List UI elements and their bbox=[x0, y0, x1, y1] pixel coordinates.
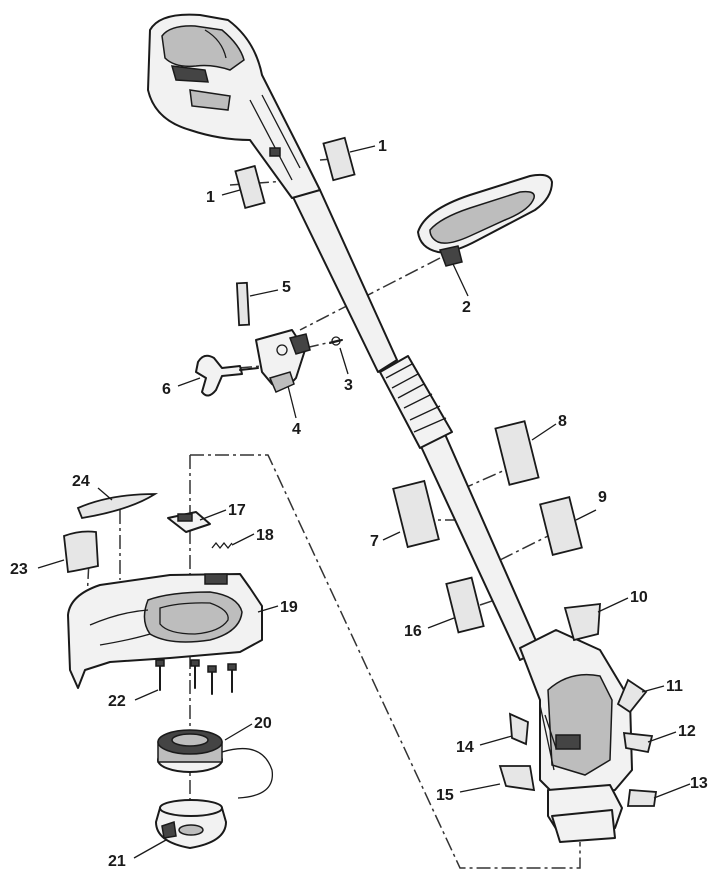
callout-15: 14 bbox=[456, 739, 474, 756]
trimmer-guard bbox=[67, 573, 263, 689]
latch-spring bbox=[211, 541, 233, 550]
motor-housing bbox=[519, 629, 633, 843]
callout-10: 10 bbox=[630, 589, 648, 606]
spool-cap bbox=[155, 799, 227, 849]
wing-knob bbox=[195, 354, 259, 397]
main-handle-housing bbox=[147, 13, 321, 199]
guard-decals bbox=[63, 493, 159, 574]
callout-18: 18 bbox=[256, 527, 274, 544]
bracket-bolt bbox=[329, 336, 343, 346]
callout-17: 17 bbox=[228, 502, 246, 519]
callout-16: 16 bbox=[404, 623, 422, 640]
shaft-decals bbox=[234, 136, 583, 634]
callout-7: 7 bbox=[370, 533, 379, 550]
callout-9: 9 bbox=[598, 489, 607, 506]
guard-screws bbox=[155, 659, 237, 695]
latch bbox=[167, 511, 211, 533]
callout-11: 11 bbox=[666, 678, 683, 695]
callout-22: 22 bbox=[108, 693, 126, 710]
callout-numbers: 1 1 2 3 4 5 6 7 8 9 10 11 12 13 14 15 16… bbox=[10, 138, 708, 870]
callout-6: 6 bbox=[162, 381, 171, 398]
callout-1b: 1 bbox=[206, 189, 215, 206]
callout-13: 13 bbox=[690, 775, 708, 792]
callout-19: 19 bbox=[280, 599, 298, 616]
callout-24: 24 bbox=[72, 473, 90, 490]
motor-decals bbox=[498, 602, 658, 807]
callout-8: 8 bbox=[558, 413, 567, 430]
callout-23: 23 bbox=[10, 561, 28, 578]
callout-2: 2 bbox=[462, 299, 471, 316]
auxiliary-handle bbox=[417, 173, 553, 267]
callout-3: 3 bbox=[344, 377, 353, 394]
callout-14: 15 bbox=[436, 787, 454, 804]
line-spool bbox=[157, 729, 273, 799]
handle-bracket bbox=[255, 329, 311, 393]
callout-5: 5 bbox=[282, 279, 291, 296]
callout-4: 4 bbox=[292, 421, 301, 438]
callout-20: 20 bbox=[254, 715, 272, 732]
callout-12: 12 bbox=[678, 723, 696, 740]
decal-5 bbox=[235, 281, 251, 327]
leader-lines bbox=[37, 145, 691, 859]
callout-21: 21 bbox=[108, 853, 126, 870]
callout-1a: 1 bbox=[378, 138, 387, 155]
shaft-coupler bbox=[379, 355, 453, 449]
